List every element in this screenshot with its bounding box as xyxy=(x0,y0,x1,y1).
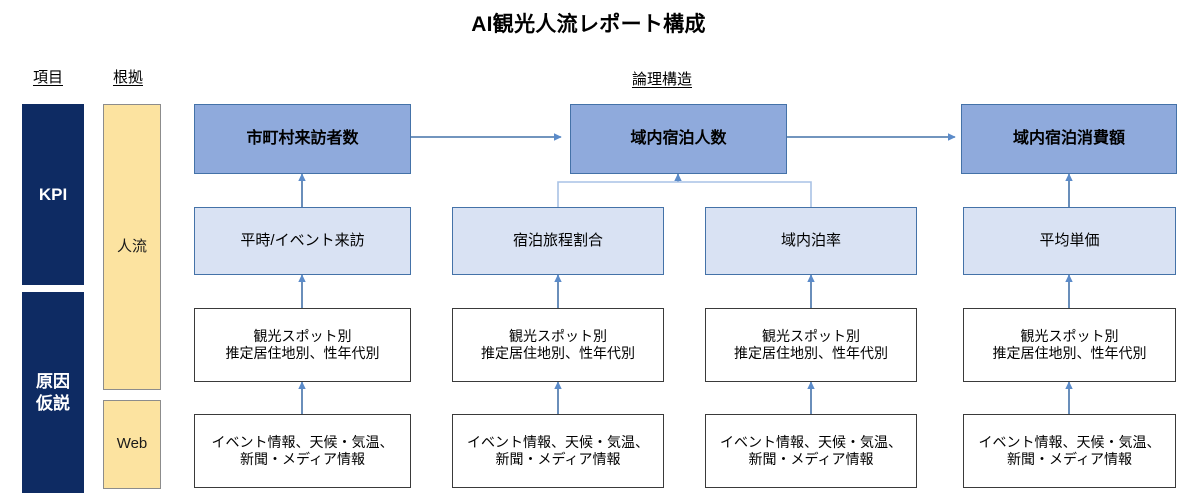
source-box-spot-breakdown-2-text: 観光スポット別 推定居住地別、性年代別 xyxy=(481,328,635,363)
source-box-spot-breakdown-4-line2: 推定居住地別、性年代別 xyxy=(992,345,1147,361)
source-box-spot-breakdown-1-text: 観光スポット別 推定居住地別、性年代別 xyxy=(226,328,380,363)
driver-box-in-area-stay-rate-label: 域内泊率 xyxy=(780,231,841,249)
page-title: AI観光人流レポート構成 xyxy=(471,13,706,36)
source-box-spot-breakdown-1[interactable]: 観光スポット別 推定居住地別、性年代別 xyxy=(194,308,411,382)
item-band-kpi-label: KPI xyxy=(38,184,68,204)
source-box-web-info-1-text: イベント情報、天候・気温、 新聞・メディア情報 xyxy=(212,434,394,469)
driver-box-average-unit-price[interactable]: 平均単価 xyxy=(963,207,1176,275)
source-box-web-info-4-line1: イベント情報、天候・気温、 xyxy=(978,433,1161,450)
driver-box-overnight-trip-ratio-label: 宿泊旅程割合 xyxy=(512,231,603,249)
evidence-band-web: Web xyxy=(103,400,161,489)
source-box-web-info-1-line1: イベント情報、天候・気温、 xyxy=(211,433,394,450)
source-box-spot-breakdown-4[interactable]: 観光スポット別 推定居住地別、性年代別 xyxy=(963,308,1176,382)
driver-box-in-area-stay-rate[interactable]: 域内泊率 xyxy=(705,207,917,275)
source-box-web-info-4[interactable]: イベント情報、天候・気温、 新聞・メディア情報 xyxy=(963,414,1176,488)
source-box-spot-breakdown-2-line2: 推定居住地別、性年代別 xyxy=(481,345,635,361)
kpi-box-area-lodging-spend-label: 域内宿泊消費額 xyxy=(1012,130,1125,147)
source-box-web-info-2-line1: イベント情報、天候・気温、 xyxy=(467,433,649,450)
kpi-box-area-overnight-guests-label: 域内宿泊人数 xyxy=(630,130,727,147)
source-box-web-info-3-text: イベント情報、天候・気温、 新聞・メディア情報 xyxy=(720,434,902,469)
source-box-web-info-4-line2: 新聞・メディア情報 xyxy=(1006,451,1133,467)
source-box-spot-breakdown-4-line1: 観光スポット別 xyxy=(1020,327,1119,344)
source-box-web-info-3-line2: 新聞・メディア情報 xyxy=(748,451,874,467)
column-header-logic: 論理構造 xyxy=(631,71,692,88)
driver-box-normal-vs-event-visits[interactable]: 平時/イベント来訪 xyxy=(194,207,411,275)
item-band-cause-hypothesis: 原因 仮説 xyxy=(22,292,84,493)
source-box-spot-breakdown-3-line1: 観光スポット別 xyxy=(762,327,860,344)
source-box-web-info-4-text: イベント情報、天候・気温、 新聞・メディア情報 xyxy=(979,434,1161,469)
column-header-item: 項目 xyxy=(32,69,63,86)
source-box-web-info-2-text: イベント情報、天候・気温、 新聞・メディア情報 xyxy=(467,434,649,469)
driver-box-overnight-trip-ratio[interactable]: 宿泊旅程割合 xyxy=(452,207,664,275)
item-band-cause-hypothesis-label: 原因 仮説 xyxy=(36,372,70,413)
column-header-evidence: 根拠 xyxy=(112,69,143,86)
source-box-spot-breakdown-1-line1: 観光スポット別 xyxy=(253,327,352,344)
kpi-box-area-lodging-spend[interactable]: 域内宿泊消費額 xyxy=(961,104,1177,174)
evidence-band-people-flow: 人流 xyxy=(103,104,161,390)
item-band-kpi: KPI xyxy=(22,104,84,285)
source-box-web-info-1-line2: 新聞・メディア情報 xyxy=(239,451,366,467)
driver-box-normal-vs-event-visits-label: 平時/イベント来訪 xyxy=(240,231,365,249)
source-box-spot-breakdown-2-line1: 観光スポット別 xyxy=(509,327,607,344)
source-box-spot-breakdown-3[interactable]: 観光スポット別 推定居住地別、性年代別 xyxy=(705,308,917,382)
source-box-web-info-3-line1: イベント情報、天候・気温、 xyxy=(720,433,902,450)
source-box-spot-breakdown-4-text: 観光スポット別 推定居住地別、性年代別 xyxy=(993,328,1147,363)
source-box-web-info-2[interactable]: イベント情報、天候・気温、 新聞・メディア情報 xyxy=(452,414,664,488)
source-box-web-info-2-line2: 新聞・メディア情報 xyxy=(495,451,621,467)
source-box-spot-breakdown-1-line2: 推定居住地別、性年代別 xyxy=(225,345,380,361)
kpi-box-municipal-visitors-label: 市町村来訪者数 xyxy=(246,130,359,147)
kpi-box-municipal-visitors[interactable]: 市町村来訪者数 xyxy=(194,104,411,174)
driver-box-average-unit-price-label: 平均単価 xyxy=(1039,231,1100,249)
evidence-band-people-flow-label: 人流 xyxy=(116,237,147,255)
source-box-web-info-1[interactable]: イベント情報、天候・気温、 新聞・メディア情報 xyxy=(194,414,411,488)
evidence-band-web-label: Web xyxy=(116,435,148,453)
source-box-spot-breakdown-3-line2: 推定居住地別、性年代別 xyxy=(734,345,888,361)
source-box-spot-breakdown-2[interactable]: 観光スポット別 推定居住地別、性年代別 xyxy=(452,308,664,382)
source-box-web-info-3[interactable]: イベント情報、天候・気温、 新聞・メディア情報 xyxy=(705,414,917,488)
kpi-box-area-overnight-guests[interactable]: 域内宿泊人数 xyxy=(570,104,787,174)
source-box-spot-breakdown-3-text: 観光スポット別 推定居住地別、性年代別 xyxy=(734,328,888,363)
